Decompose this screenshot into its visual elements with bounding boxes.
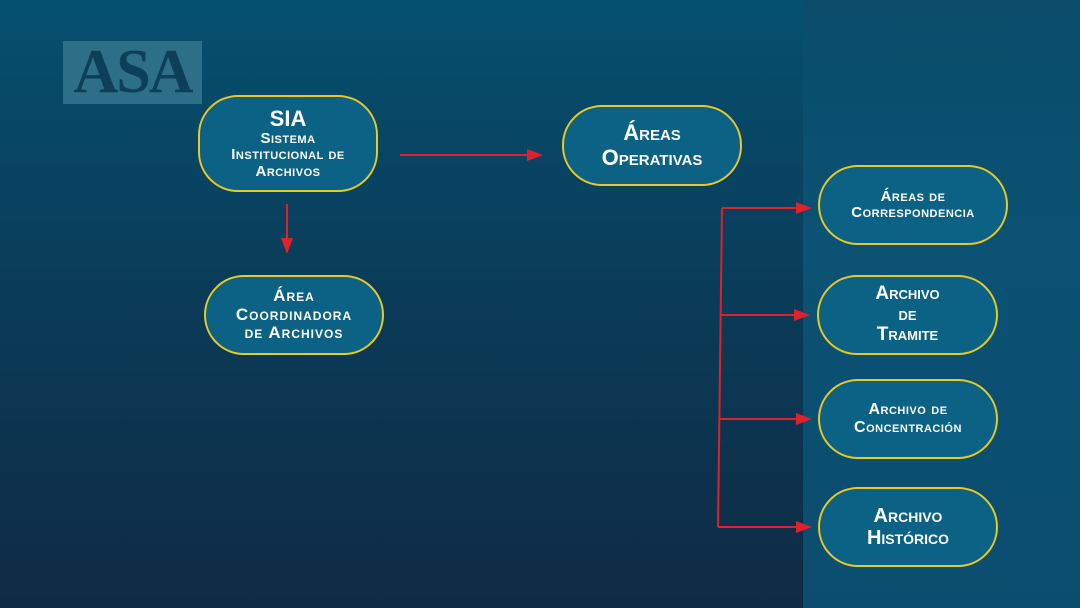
sia-line: Sistema: [260, 129, 316, 147]
node-text: Áreas de: [880, 187, 946, 205]
node-areas-operativas: Áreas Operativas: [562, 105, 742, 186]
sia-line: Institucional de: [231, 146, 345, 164]
logo-text: ASA: [73, 38, 193, 106]
asa-logo: ASA: [63, 41, 202, 104]
node-text: de: [898, 303, 917, 325]
node-sia: SIA Sistema Institucional de Archivos: [198, 95, 378, 192]
branch-line: [717, 207, 723, 528]
node-archivo-concentracion: Archivo de Concentración: [818, 379, 998, 459]
node-text: Tramite: [876, 324, 939, 346]
node-text: Archivo de: [868, 401, 948, 419]
node-text: Correspondencia: [851, 204, 975, 221]
node-text: Concentración: [854, 419, 962, 436]
sia-title: SIA: [269, 105, 307, 131]
node-text: Histórico: [866, 527, 950, 549]
node-archivo-tramite: Archivo de Tramite: [817, 275, 998, 355]
node-area-coordinadora: Área Coordinadora de Archivos: [204, 275, 384, 355]
node-text: de Archivos: [244, 323, 344, 343]
node-text: Áreas: [623, 120, 681, 146]
node-text: Operativas: [601, 144, 703, 170]
sia-line: Archivos: [255, 162, 321, 180]
node-text: Área: [273, 285, 315, 305]
node-text: Coordinadora: [235, 304, 353, 324]
node-text: Archivo: [873, 505, 943, 527]
node-text: Archivo: [875, 282, 940, 304]
node-areas-correspondencia: Áreas de Correspondencia: [818, 165, 1008, 245]
node-archivo-historico: Archivo Histórico: [818, 487, 998, 567]
